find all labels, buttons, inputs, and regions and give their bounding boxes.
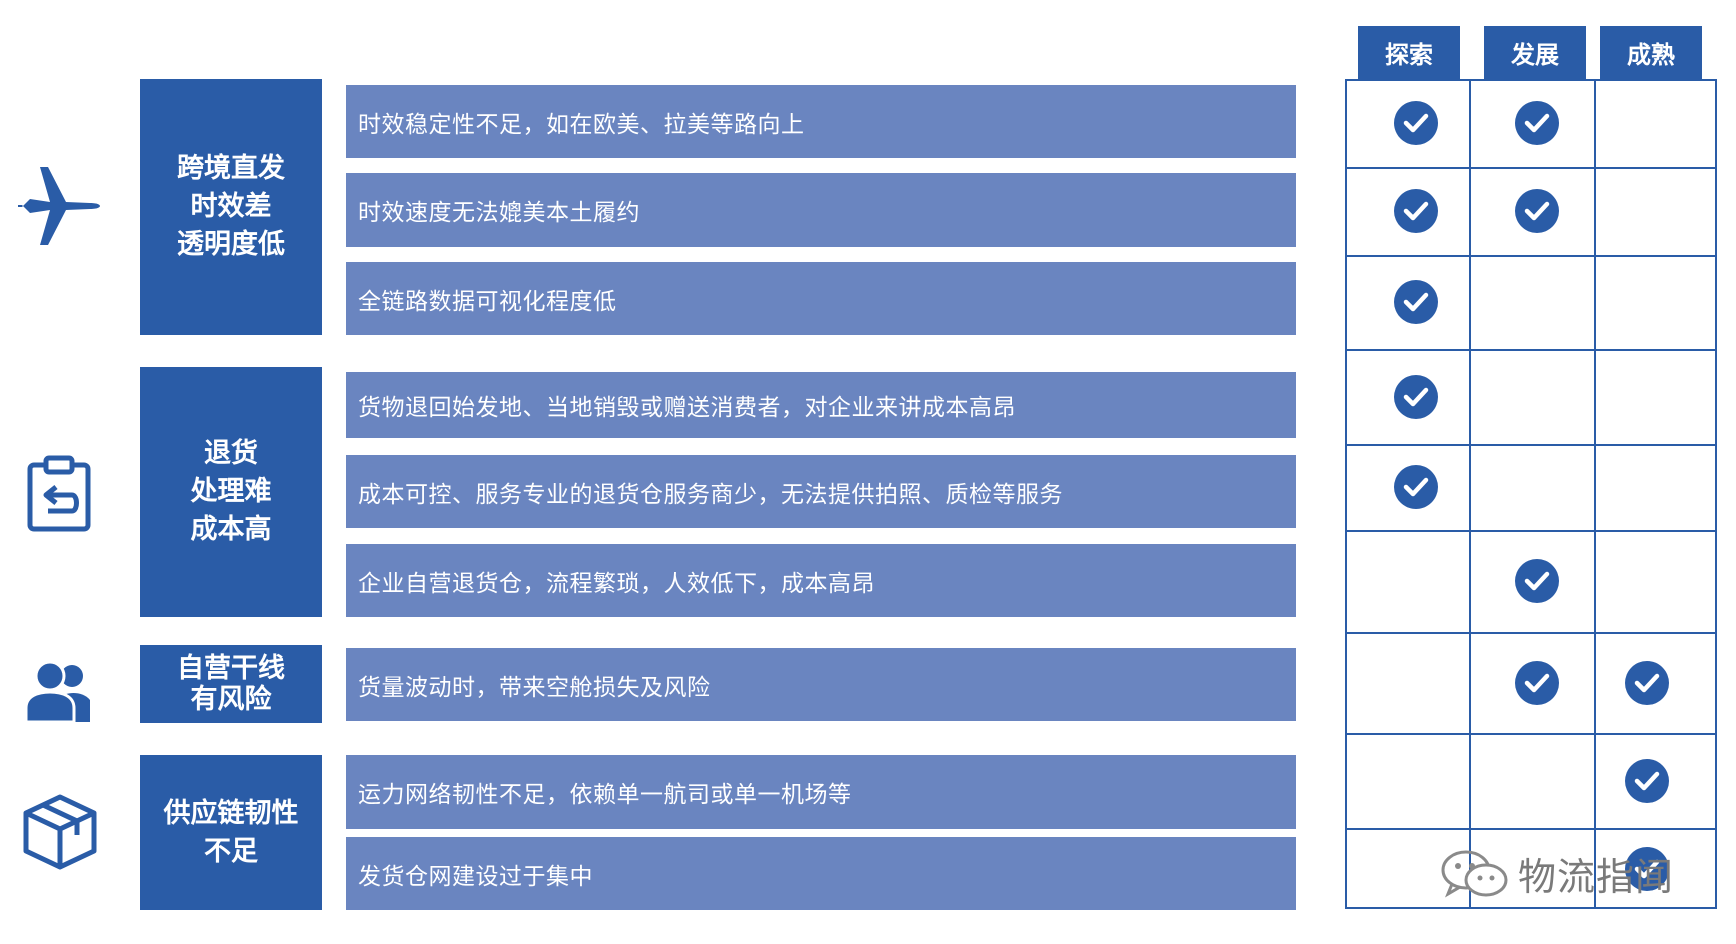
- issue-row: 时效速度无法媲美本土履约: [346, 173, 1296, 247]
- check-icon: [1394, 465, 1438, 509]
- category-supply-chain: 供应链韧性 不足: [140, 755, 322, 910]
- matrix-row-divider: [1345, 733, 1717, 735]
- watermark: 物流指闻: [1440, 846, 1674, 901]
- category-line: 有风险: [190, 684, 272, 715]
- stage-label: 发展: [1511, 41, 1559, 69]
- issue-row: 企业自营退货仓，流程繁琐，人效低下，成本高昂: [346, 544, 1296, 617]
- matrix-column-divider: [1469, 79, 1471, 909]
- issue-text: 货量波动时，带来空舱损失及风险: [358, 674, 711, 701]
- stage-header-develop: 发展: [1484, 26, 1586, 79]
- issue-row: 货量波动时，带来空舱损失及风险: [346, 648, 1296, 721]
- issue-text: 时效速度无法媲美本土履约: [358, 200, 640, 226]
- check-icon: [1394, 189, 1438, 233]
- check-icon: [1625, 758, 1669, 803]
- issue-text: 运力网络韧性不足，依赖单一航司或单一机场等: [358, 782, 852, 808]
- category-line: 不足: [204, 835, 258, 867]
- matrix-column-divider: [1594, 79, 1596, 909]
- matrix-row-divider: [1345, 255, 1717, 257]
- issue-row: 全链路数据可视化程度低: [346, 262, 1296, 335]
- issue-row: 成本可控、服务专业的退货仓服务商少，无法提供拍照、质检等服务: [346, 455, 1296, 528]
- clipboard-return-icon: [27, 455, 91, 532]
- users-icon: [24, 660, 90, 724]
- issue-text: 企业自营退货仓，流程繁琐，人效低下，成本高昂: [358, 570, 875, 597]
- category-returns: 退货 处理难 成本高: [140, 367, 322, 617]
- category-line: 透明度低: [177, 229, 285, 260]
- category-cross-border: 跨境直发 时效差 透明度低: [140, 79, 322, 335]
- check-icon: [1625, 660, 1669, 705]
- category-self-operated-trunk: 自营干线 有风险: [140, 645, 322, 723]
- check-icon: [1625, 846, 1669, 891]
- category-line: 成本高: [190, 514, 272, 545]
- matrix-row-divider: [1345, 444, 1717, 446]
- check-icon: [1394, 280, 1438, 324]
- check-icon: [1515, 189, 1559, 233]
- issue-text: 成本可控、服务专业的退货仓服务商少，无法提供拍照、质检等服务: [358, 481, 1063, 508]
- issue-row: 运力网络韧性不足，依赖单一航司或单一机场等: [346, 755, 1296, 829]
- check-icon: [1515, 101, 1559, 145]
- issue-row: 货物退回始发地、当地销毁或赠送消费者，对企业来讲成本高昂: [346, 372, 1296, 438]
- stage-label: 探索: [1385, 41, 1433, 69]
- wechat-icon: [1441, 850, 1508, 897]
- category-line: 时效差: [190, 191, 272, 222]
- airplane-icon: [18, 167, 100, 245]
- category-line: 跨境直发: [177, 153, 285, 184]
- stage-header-explore: 探索: [1358, 26, 1460, 79]
- issue-text: 发货仓网建设过于集中: [358, 863, 593, 890]
- package-box-icon: [23, 794, 97, 870]
- category-line: 供应链韧性: [163, 797, 299, 829]
- check-icon: [1515, 559, 1559, 603]
- matrix-row-divider: [1345, 632, 1717, 634]
- category-line: 自营干线: [177, 653, 285, 684]
- issue-row: 时效稳定性不足，如在欧美、拉美等路向上: [346, 85, 1296, 158]
- stage-matrix: [1345, 79, 1717, 909]
- stage-header-mature: 成熟: [1600, 26, 1702, 79]
- check-icon: [1394, 101, 1438, 145]
- stage-label: 成熟: [1627, 41, 1675, 69]
- check-icon: [1394, 374, 1438, 419]
- issue-row: 发货仓网建设过于集中: [346, 837, 1296, 910]
- issue-text: 全链路数据可视化程度低: [358, 288, 617, 315]
- issue-text: 时效稳定性不足，如在欧美、拉美等路向上: [358, 111, 805, 138]
- watermark-text: 物流指闻: [1518, 855, 1675, 899]
- matrix-row-divider: [1345, 349, 1717, 351]
- matrix-row-divider: [1345, 828, 1717, 830]
- category-line: 退货: [204, 438, 258, 469]
- matrix-row-divider: [1345, 167, 1717, 169]
- category-line: 处理难: [190, 476, 272, 507]
- check-icon: [1515, 660, 1559, 705]
- matrix-row-divider: [1345, 530, 1717, 532]
- issue-text: 货物退回始发地、当地销毁或赠送消费者，对企业来讲成本高昂: [358, 395, 1016, 421]
